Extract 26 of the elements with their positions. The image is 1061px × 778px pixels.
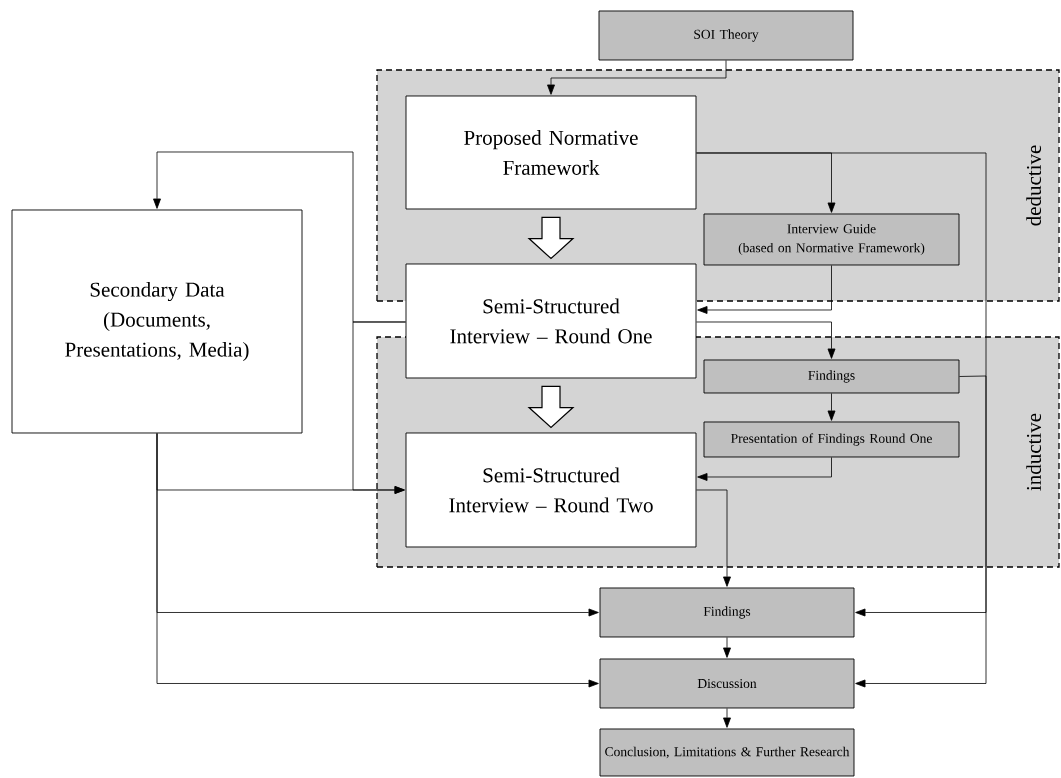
arrow [723, 708, 731, 728]
arrow [696, 152, 987, 688]
step-box: Discussion [599, 658, 855, 709]
region-label: inductive [1026, 413, 1042, 491]
process-box: Semi-Structured Interview – Round Two [405, 432, 697, 548]
step-box: Conclusion, Limitations & Further Research [599, 728, 855, 777]
step-box: Interview Guide (based on Normative Framework) [703, 213, 960, 266]
step-box: SOI Theory [598, 10, 854, 61]
block-arrow [527, 216, 575, 260]
process-box: Proposed Normative Framework [405, 95, 697, 210]
arrow [696, 489, 731, 587]
arrow [697, 457, 832, 481]
arrow [696, 321, 836, 359]
arrow [723, 637, 731, 658]
process-box: Semi-Structured Interview – Round One [405, 263, 697, 379]
region-label: deductive [1026, 145, 1042, 226]
arrow [855, 375, 987, 617]
arrow [156, 433, 599, 688]
arrow [827, 393, 836, 421]
block-arrow [527, 385, 575, 429]
arrow [547, 60, 727, 95]
step-box: Presentation of Findings Round One [703, 421, 960, 458]
arrow [697, 265, 832, 314]
step-box: Findings [703, 359, 960, 394]
step-box: Findings [599, 587, 855, 638]
process-box: Secondary Data (Documents, Presentations, Media) [11, 209, 303, 434]
